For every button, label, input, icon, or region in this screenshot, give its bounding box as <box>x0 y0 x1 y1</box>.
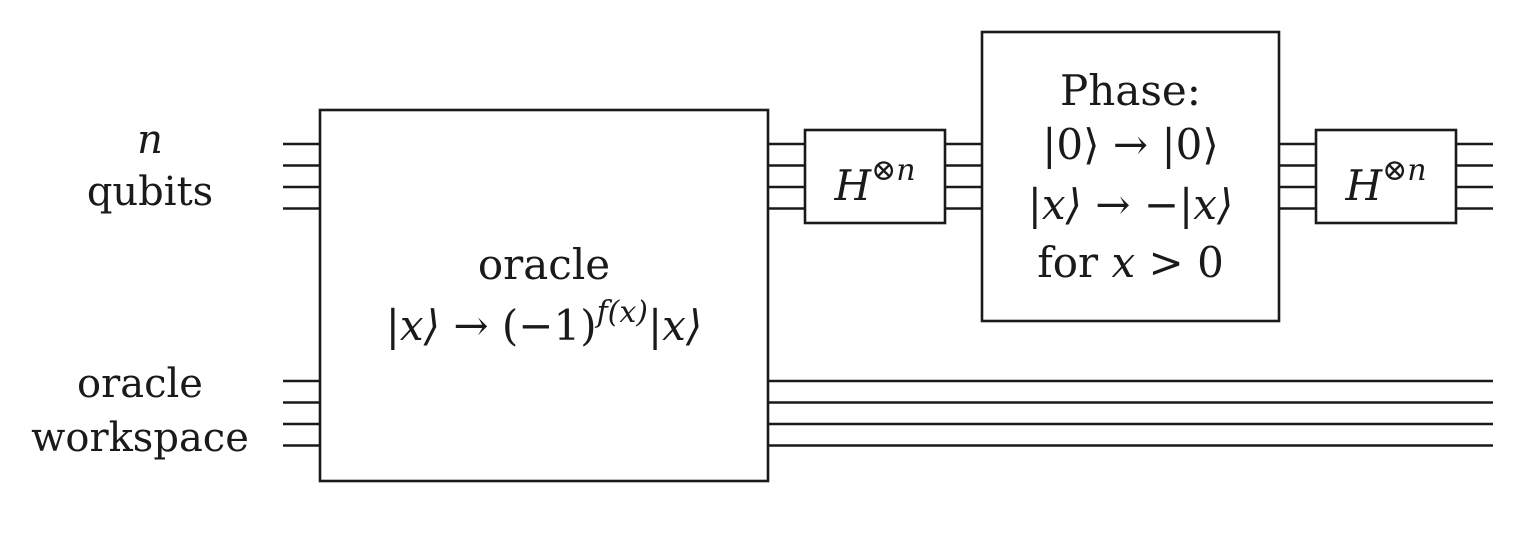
hadamard-label-2: H⊗n <box>1316 156 1456 207</box>
n-variable-label: n <box>137 117 163 163</box>
oracle-box <box>318 108 770 483</box>
hadamard-1-exponent: ⊗n <box>871 153 916 188</box>
oracle-arrow: → <box>453 301 489 350</box>
oracle-exponent: f(x) <box>596 295 649 330</box>
phase-line2-arrow: → <box>1095 180 1131 229</box>
oracle-formula: |x⟩ → (−1)f(x)|x⟩ <box>320 298 768 347</box>
phase-box <box>980 30 1281 323</box>
phase-line1-left: |0⟩ <box>1042 120 1100 169</box>
hadamard-2-exponent: ⊗n <box>1382 153 1427 188</box>
phase-line1-arrow: → <box>1112 120 1149 169</box>
hadamard-2-base: H <box>1345 161 1383 210</box>
oracle-ket-x-out: |x⟩ <box>648 301 703 350</box>
hadamard-box-1 <box>803 128 947 225</box>
hadamard-label-1: H⊗n <box>805 156 945 207</box>
phase-line2-left: |x⟩ <box>1027 180 1082 229</box>
phase-line-1: |0⟩ → |0⟩ <box>982 124 1279 166</box>
oracle-minus-one: (−1) <box>501 301 597 350</box>
phase-line2-right: −|x⟩ <box>1143 180 1234 229</box>
oracle-workspace-label-line1: oracle <box>77 361 203 407</box>
phase-line1-right: |0⟩ <box>1161 120 1219 169</box>
phase-line-3: for x > 0 <box>982 242 1279 284</box>
oracle-title: oracle <box>477 240 611 289</box>
hadamard-box-2 <box>1314 128 1458 225</box>
phase-title: Phase: <box>1060 66 1201 115</box>
phase-line3-var: x <box>1111 238 1136 287</box>
phase-line3-val: 0 <box>1197 238 1224 287</box>
qubits-label: qubits <box>86 169 214 215</box>
phase-line-2: |x⟩ → −|x⟩ <box>982 184 1279 226</box>
hadamard-1-base: H <box>834 161 872 210</box>
oracle-workspace-label-line2: workspace <box>31 415 249 461</box>
phase-line3-for: for <box>1037 238 1099 287</box>
oracle-ket-x-in: |x⟩ <box>385 301 440 350</box>
phase-line3-rel: > <box>1148 238 1184 287</box>
